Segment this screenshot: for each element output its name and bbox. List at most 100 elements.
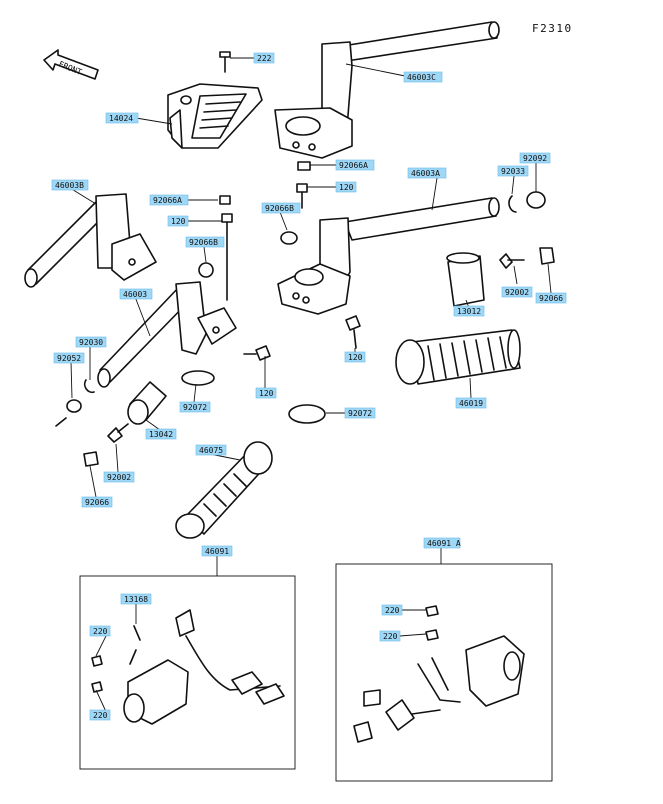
svg-text:46003B: 46003B [55, 181, 84, 190]
svg-text:92066A: 92066A [153, 196, 182, 205]
svg-text:220: 220 [383, 632, 398, 641]
bolt-120-top-illustration [296, 183, 308, 209]
bolt-92002-left-illustration [107, 423, 129, 443]
label-46003c: 46003C [403, 71, 443, 83]
svg-text:92066B: 92066B [265, 204, 294, 213]
label-222: 222 [253, 52, 275, 64]
svg-text:46003A: 46003A [411, 169, 440, 178]
svg-text:220: 220 [385, 606, 400, 615]
label-92066b-mid: 92066B [261, 202, 301, 214]
label-92052: 92052 [53, 352, 85, 364]
knob-92066b-left-illustration [198, 262, 214, 278]
svg-text:13168: 13168 [124, 595, 148, 604]
leader-lines [69, 57, 552, 717]
label-92002-left: 92002 [103, 471, 135, 483]
label-92066a-left: 92066A [149, 194, 189, 206]
label-92072-left: 92072 [179, 401, 211, 413]
svg-text:222: 222 [257, 54, 272, 63]
diagram-code: F2310 [532, 22, 573, 35]
label-46075: 46075 [195, 444, 227, 456]
washer-92052-illustration [55, 399, 82, 427]
svg-text:46003: 46003 [123, 290, 147, 299]
switch-box-frame-46091a [335, 563, 553, 782]
label-92066-left: 92066 [81, 496, 113, 508]
label-120-lower: 120 [255, 387, 277, 399]
label-120-mid: 120 [344, 351, 366, 363]
screws-220-right-illustration [425, 605, 439, 641]
label-13012: 13012 [453, 305, 485, 317]
handlebar-46003-illustration [97, 281, 237, 388]
label-220-d: 220 [379, 630, 401, 642]
svg-text:92066B: 92066B [189, 238, 218, 247]
nut-92092-illustration [526, 191, 546, 209]
ring-92072-mid-illustration [288, 404, 326, 424]
nut-92066-left-illustration [83, 451, 99, 467]
label-13168: 13168 [120, 593, 152, 605]
svg-text:14024: 14024 [109, 114, 133, 123]
label-46091a: 46091 A [423, 537, 461, 549]
handlebar-46003a-illustration [277, 197, 500, 315]
svg-text:92033: 92033 [501, 167, 525, 176]
clip-92030-illustration [83, 379, 95, 394]
svg-text:46003C: 46003C [407, 73, 436, 82]
svg-text:92030: 92030 [79, 338, 103, 347]
bolt-120-lower-illustration [243, 345, 271, 361]
svg-text:92002: 92002 [505, 288, 529, 297]
label-220-c: 220 [381, 604, 403, 616]
ring-92072-left-illustration [181, 370, 215, 386]
weight-13012-illustration [446, 252, 485, 307]
handlebar-46003b-illustration [24, 193, 157, 288]
svg-text:92092: 92092 [523, 154, 547, 163]
svg-text:120: 120 [259, 389, 274, 398]
svg-text:46019: 46019 [459, 399, 483, 408]
clamp-cover-14024-illustration [167, 83, 263, 149]
grip-46075-illustration [175, 441, 273, 539]
label-220-b: 220 [89, 709, 111, 721]
clip-92033-illustration [508, 195, 517, 213]
label-92030: 92030 [75, 336, 107, 348]
label-120-top: 120 [335, 181, 357, 193]
label-46019: 46019 [455, 397, 487, 409]
svg-text:13012: 13012 [457, 307, 481, 316]
switch-box-frame-46091 [79, 575, 296, 770]
label-46003b: 46003B [51, 179, 89, 191]
label-120-left: 120 [167, 215, 189, 227]
label-92066b-left: 92066B [185, 236, 225, 248]
label-46003: 46003 [119, 288, 153, 300]
cap-92066a-top-illustration [297, 161, 311, 171]
svg-text:92066: 92066 [85, 498, 109, 507]
bolt-120-left-illustration [221, 213, 233, 301]
label-220-a: 220 [89, 625, 111, 637]
svg-text:92052: 92052 [57, 354, 81, 363]
screw-222-illustration [219, 51, 231, 73]
switch-assembly-46091-illustration [123, 609, 285, 725]
label-92072-mid: 92072 [344, 407, 376, 419]
label-92002-right: 92002 [501, 286, 533, 298]
screws-220-left-illustration [91, 655, 103, 693]
weight-13042-illustration [127, 381, 167, 425]
svg-text:92066: 92066 [539, 294, 563, 303]
svg-text:220: 220 [93, 627, 108, 636]
label-92066a-top: 92066A [335, 159, 375, 171]
switch-assembly-46091a-illustration [353, 635, 525, 743]
svg-text:92072: 92072 [348, 409, 372, 418]
svg-text:92072: 92072 [183, 403, 207, 412]
svg-text:46091 A: 46091 A [427, 539, 461, 548]
svg-text:120: 120 [171, 217, 186, 226]
bolt-120-mid-illustration [345, 315, 361, 349]
svg-text:120: 120 [339, 183, 354, 192]
grip-46019-illustration [395, 329, 521, 385]
nut-92066-right-illustration [539, 247, 555, 265]
bolt-92002-right-illustration [499, 253, 525, 269]
label-46091: 46091 [201, 545, 233, 557]
svg-text:46075: 46075 [199, 446, 223, 455]
knob-92066b-mid-illustration [280, 231, 298, 245]
label-92033: 92033 [497, 165, 529, 177]
handlebar-46003c-illustration [274, 21, 500, 159]
svg-text:46091: 46091 [205, 547, 229, 556]
label-92066-right: 92066 [535, 292, 567, 304]
svg-text:13042: 13042 [149, 430, 173, 439]
svg-text:120: 120 [348, 353, 363, 362]
label-46003a: 46003A [407, 167, 447, 179]
